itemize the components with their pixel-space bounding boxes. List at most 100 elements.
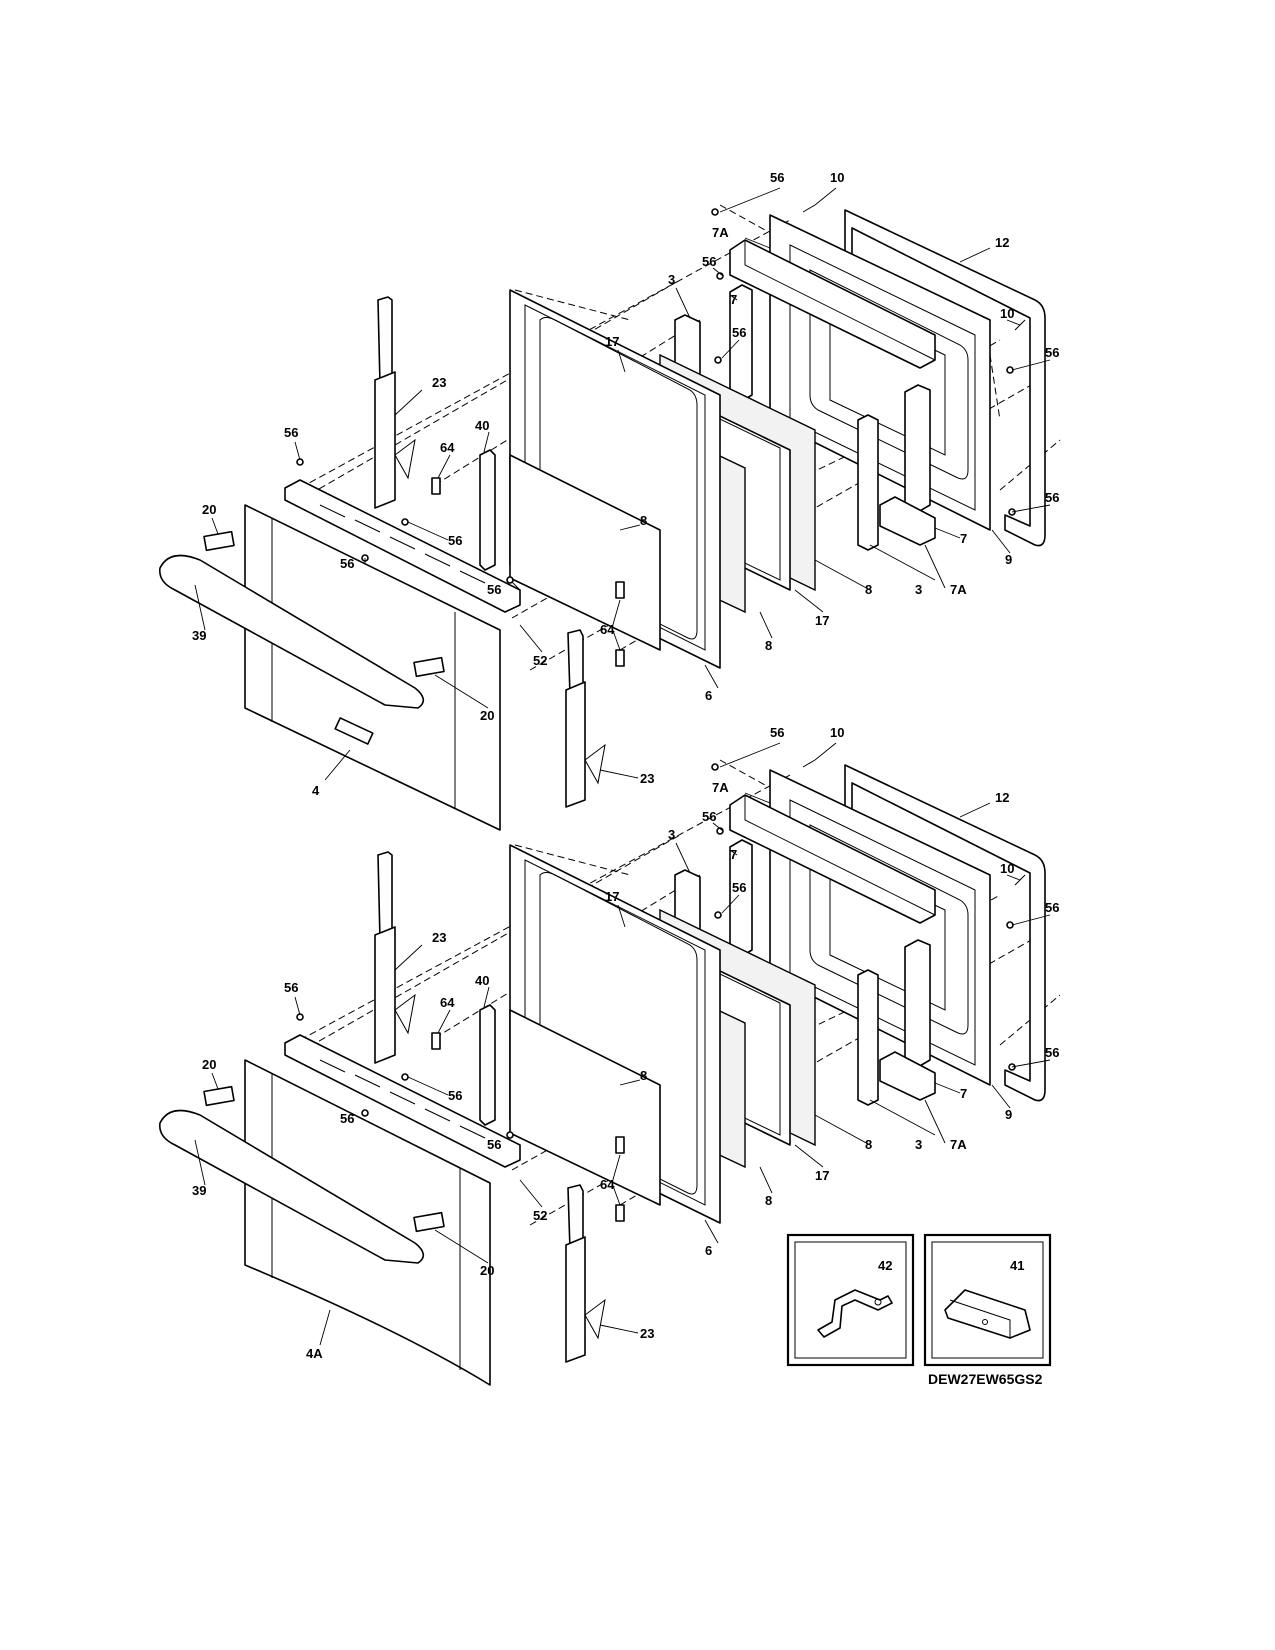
spacer-64-lower-c bbox=[615, 1204, 625, 1222]
callout-17: 17 bbox=[815, 1168, 829, 1183]
callout-12: 12 bbox=[995, 790, 1009, 805]
spacer-64-lower-a bbox=[431, 1032, 441, 1050]
spacer-64-upper-a bbox=[431, 477, 441, 495]
vent-trim-52-lower bbox=[284, 1034, 521, 1168]
callout-12: 12 bbox=[995, 235, 1009, 250]
callout-56: 56 bbox=[1045, 900, 1059, 915]
callout-23: 23 bbox=[432, 930, 446, 945]
callout-20: 20 bbox=[480, 708, 494, 723]
callout-39: 39 bbox=[192, 628, 206, 643]
hinge-23-lower-bottom bbox=[565, 1184, 606, 1363]
callout-56: 56 bbox=[340, 556, 354, 571]
glass-pane-8-front-upper bbox=[509, 454, 661, 651]
callout-7: 7 bbox=[960, 531, 967, 546]
callout-4a: 4A bbox=[306, 1346, 323, 1361]
screws-56-lower bbox=[296, 759, 1026, 1139]
callout-9: 9 bbox=[1005, 1107, 1012, 1122]
callout-10: 10 bbox=[830, 170, 844, 185]
handle-bracket-20-lower-left bbox=[203, 1085, 235, 1107]
callout-56: 56 bbox=[448, 533, 462, 548]
callout-56: 56 bbox=[487, 582, 501, 597]
callout-42: 42 bbox=[878, 1258, 892, 1273]
insulation-7-right-upper bbox=[904, 384, 931, 513]
hinge-channel-40-upper bbox=[479, 449, 496, 571]
callout-6: 6 bbox=[705, 688, 712, 703]
callout-7: 7 bbox=[960, 1086, 967, 1101]
callout-7a: 7A bbox=[712, 225, 729, 240]
callout-3: 3 bbox=[668, 827, 675, 842]
upper-door-assembly bbox=[158, 204, 1061, 831]
callout-20: 20 bbox=[480, 1263, 494, 1278]
bracket-42 bbox=[817, 1289, 893, 1338]
callout-39: 39 bbox=[192, 1183, 206, 1198]
callout-40: 40 bbox=[475, 973, 489, 988]
callout-64: 64 bbox=[440, 440, 455, 455]
callout-64: 64 bbox=[600, 622, 615, 637]
spacer-64-upper-b bbox=[615, 581, 625, 599]
callout-8: 8 bbox=[640, 1068, 647, 1083]
callouts-lower: 56 10 7A 12 56 3 7 10 56 56 17 23 56 40 … bbox=[192, 725, 1059, 1361]
callout-56: 56 bbox=[1045, 1045, 1059, 1060]
handle-bracket-20-lower-right bbox=[413, 1211, 445, 1233]
handle-bracket-20-upper-left bbox=[203, 530, 235, 552]
callout-10: 10 bbox=[1000, 306, 1014, 321]
callout-64: 64 bbox=[600, 1177, 615, 1192]
callout-10: 10 bbox=[830, 725, 844, 740]
bracket-41 bbox=[944, 1289, 1031, 1339]
callout-23: 23 bbox=[640, 771, 654, 786]
inset-part-41: 41 bbox=[923, 1233, 1052, 1367]
handle-bracket-20-upper-right bbox=[413, 656, 445, 678]
callout-52: 52 bbox=[533, 1208, 547, 1223]
callout-56: 56 bbox=[702, 254, 716, 269]
callout-52: 52 bbox=[533, 653, 547, 668]
spacer-64-upper-c bbox=[615, 649, 625, 667]
hinge-channel-40-lower bbox=[479, 1004, 496, 1126]
callout-7a: 7A bbox=[950, 582, 967, 597]
callout-17: 17 bbox=[815, 613, 829, 628]
diagram-code: DEW27EW65GS2 bbox=[928, 1371, 1043, 1387]
glass-pane-8-front-lower bbox=[509, 1009, 661, 1206]
callout-3: 3 bbox=[915, 1137, 922, 1152]
hinge-23-upper-bottom bbox=[565, 629, 606, 808]
insulation-7a-bottom-upper bbox=[879, 496, 936, 546]
door-handle-39-upper bbox=[158, 554, 425, 709]
callout-6: 6 bbox=[705, 1243, 712, 1258]
callout-7: 7 bbox=[730, 847, 737, 862]
callout-23: 23 bbox=[432, 375, 446, 390]
vent-trim-52-upper bbox=[284, 479, 521, 613]
callout-7a: 7A bbox=[950, 1137, 967, 1152]
callout-56: 56 bbox=[448, 1088, 462, 1103]
callout-7a: 7A bbox=[712, 780, 729, 795]
hinge-23-upper-top bbox=[374, 296, 416, 509]
callout-40: 40 bbox=[475, 418, 489, 433]
callout-8: 8 bbox=[765, 638, 772, 653]
nameplate-upper bbox=[334, 717, 374, 745]
callout-64: 64 bbox=[440, 995, 455, 1010]
screws-56-upper bbox=[296, 204, 1026, 584]
callouts-upper: 56 10 7A 12 56 3 7 10 56 56 17 23 56 40 … bbox=[192, 170, 1059, 798]
callout-4: 4 bbox=[312, 783, 320, 798]
callout-7: 7 bbox=[730, 292, 737, 307]
callout-20: 20 bbox=[202, 1057, 216, 1072]
insulation-7a-bottom-lower bbox=[879, 1051, 936, 1101]
door-gasket-upper bbox=[844, 209, 1046, 547]
callout-56: 56 bbox=[732, 325, 746, 340]
callout-56: 56 bbox=[284, 425, 298, 440]
callout-17: 17 bbox=[605, 889, 619, 904]
callout-56: 56 bbox=[770, 170, 784, 185]
insulation-7-right-lower bbox=[904, 939, 931, 1068]
callout-56: 56 bbox=[732, 880, 746, 895]
callout-56: 56 bbox=[1045, 345, 1059, 360]
door-handle-39-lower bbox=[158, 1109, 425, 1264]
callout-56: 56 bbox=[702, 809, 716, 824]
leader-lines bbox=[194, 187, 1051, 1346]
callout-8: 8 bbox=[865, 1137, 872, 1152]
door-gasket-lower bbox=[844, 764, 1046, 1102]
callout-10: 10 bbox=[1000, 861, 1014, 876]
spacer-64-lower-b bbox=[615, 1136, 625, 1154]
callout-56: 56 bbox=[284, 980, 298, 995]
callout-3: 3 bbox=[668, 272, 675, 287]
callout-56: 56 bbox=[487, 1137, 501, 1152]
side-channel-3-upper-right bbox=[857, 414, 879, 551]
